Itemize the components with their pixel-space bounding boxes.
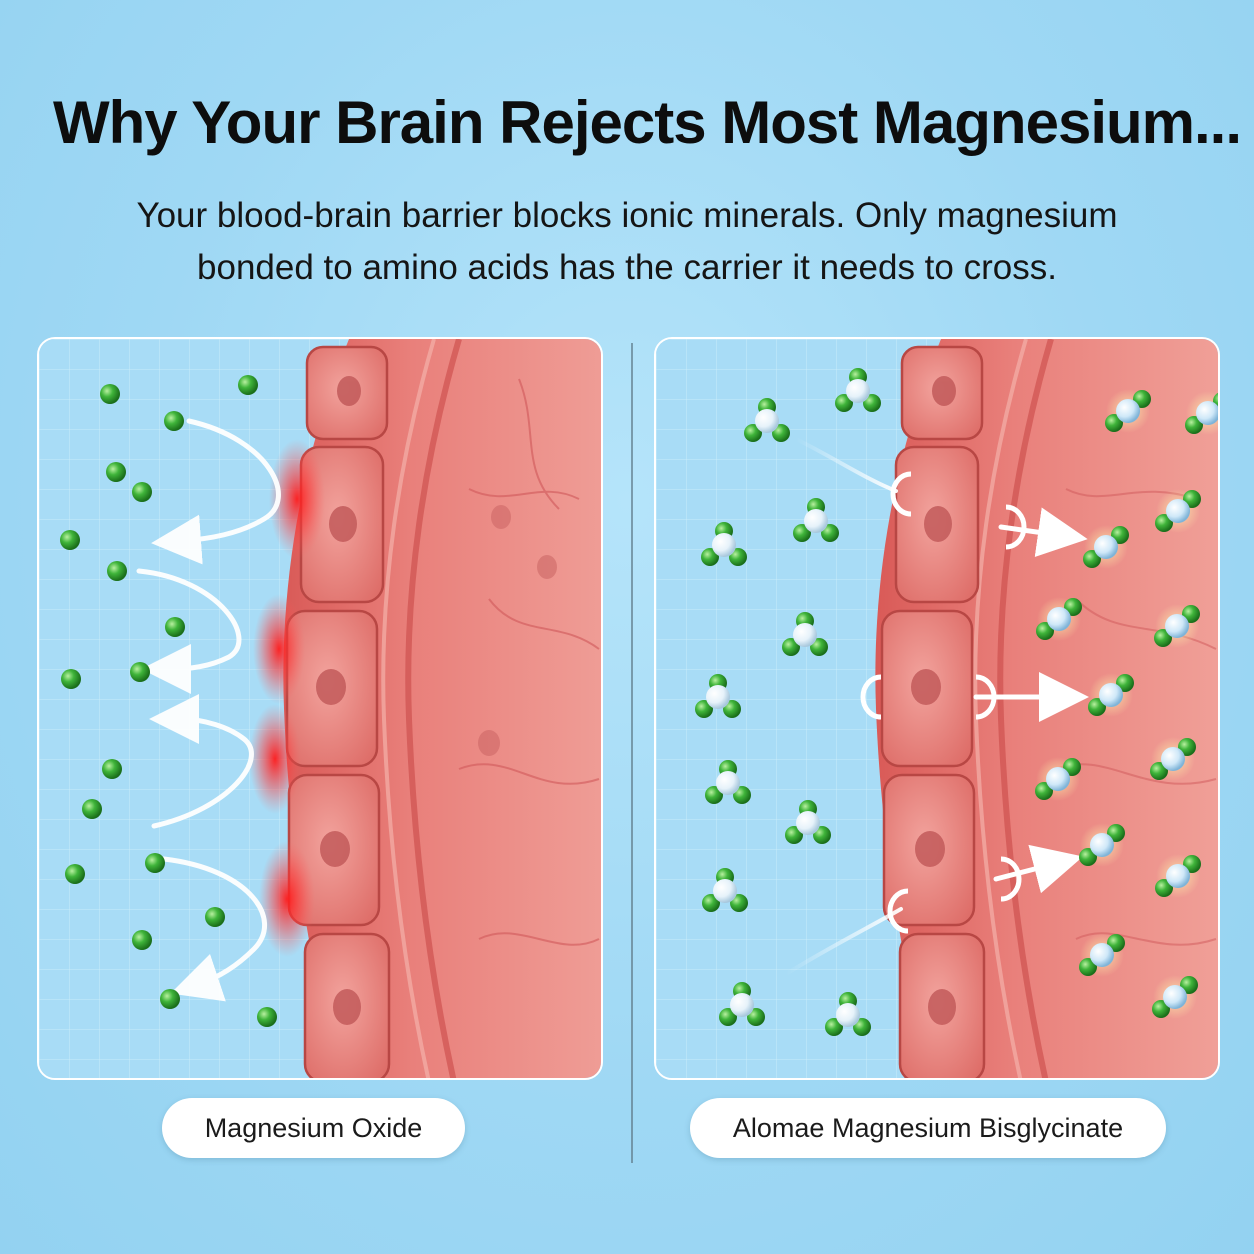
bisglycinate-illustration xyxy=(656,339,1218,1078)
oxide-panel xyxy=(37,337,603,1080)
oxide-label-text: Magnesium Oxide xyxy=(204,1112,423,1143)
bisglycinate-tissue xyxy=(875,339,1218,1078)
page-subtitle: Your blood-brain barrier blocks ionic mi… xyxy=(136,196,1118,287)
panel-divider xyxy=(631,343,633,1163)
blocked-glows xyxy=(249,439,325,957)
transport-channels xyxy=(860,471,1027,934)
magnesium-ions xyxy=(60,375,277,1027)
oxide-label: Magnesium Oxide xyxy=(162,1098,465,1158)
bisglycinate-label-text: Alomae Magnesium Bisglycinate xyxy=(732,1112,1124,1143)
oxide-tissue xyxy=(283,339,601,1078)
page-title: Why Your Brain Rejects Most Magnesium... xyxy=(52,89,1242,156)
bisglycinate-panel xyxy=(654,337,1220,1080)
oxide-illustration xyxy=(39,339,601,1078)
crossing-arrows xyxy=(973,507,1089,894)
bisglycinate-label: Alomae Magnesium Bisglycinate xyxy=(690,1098,1166,1158)
rejection-arrows xyxy=(136,418,281,1002)
